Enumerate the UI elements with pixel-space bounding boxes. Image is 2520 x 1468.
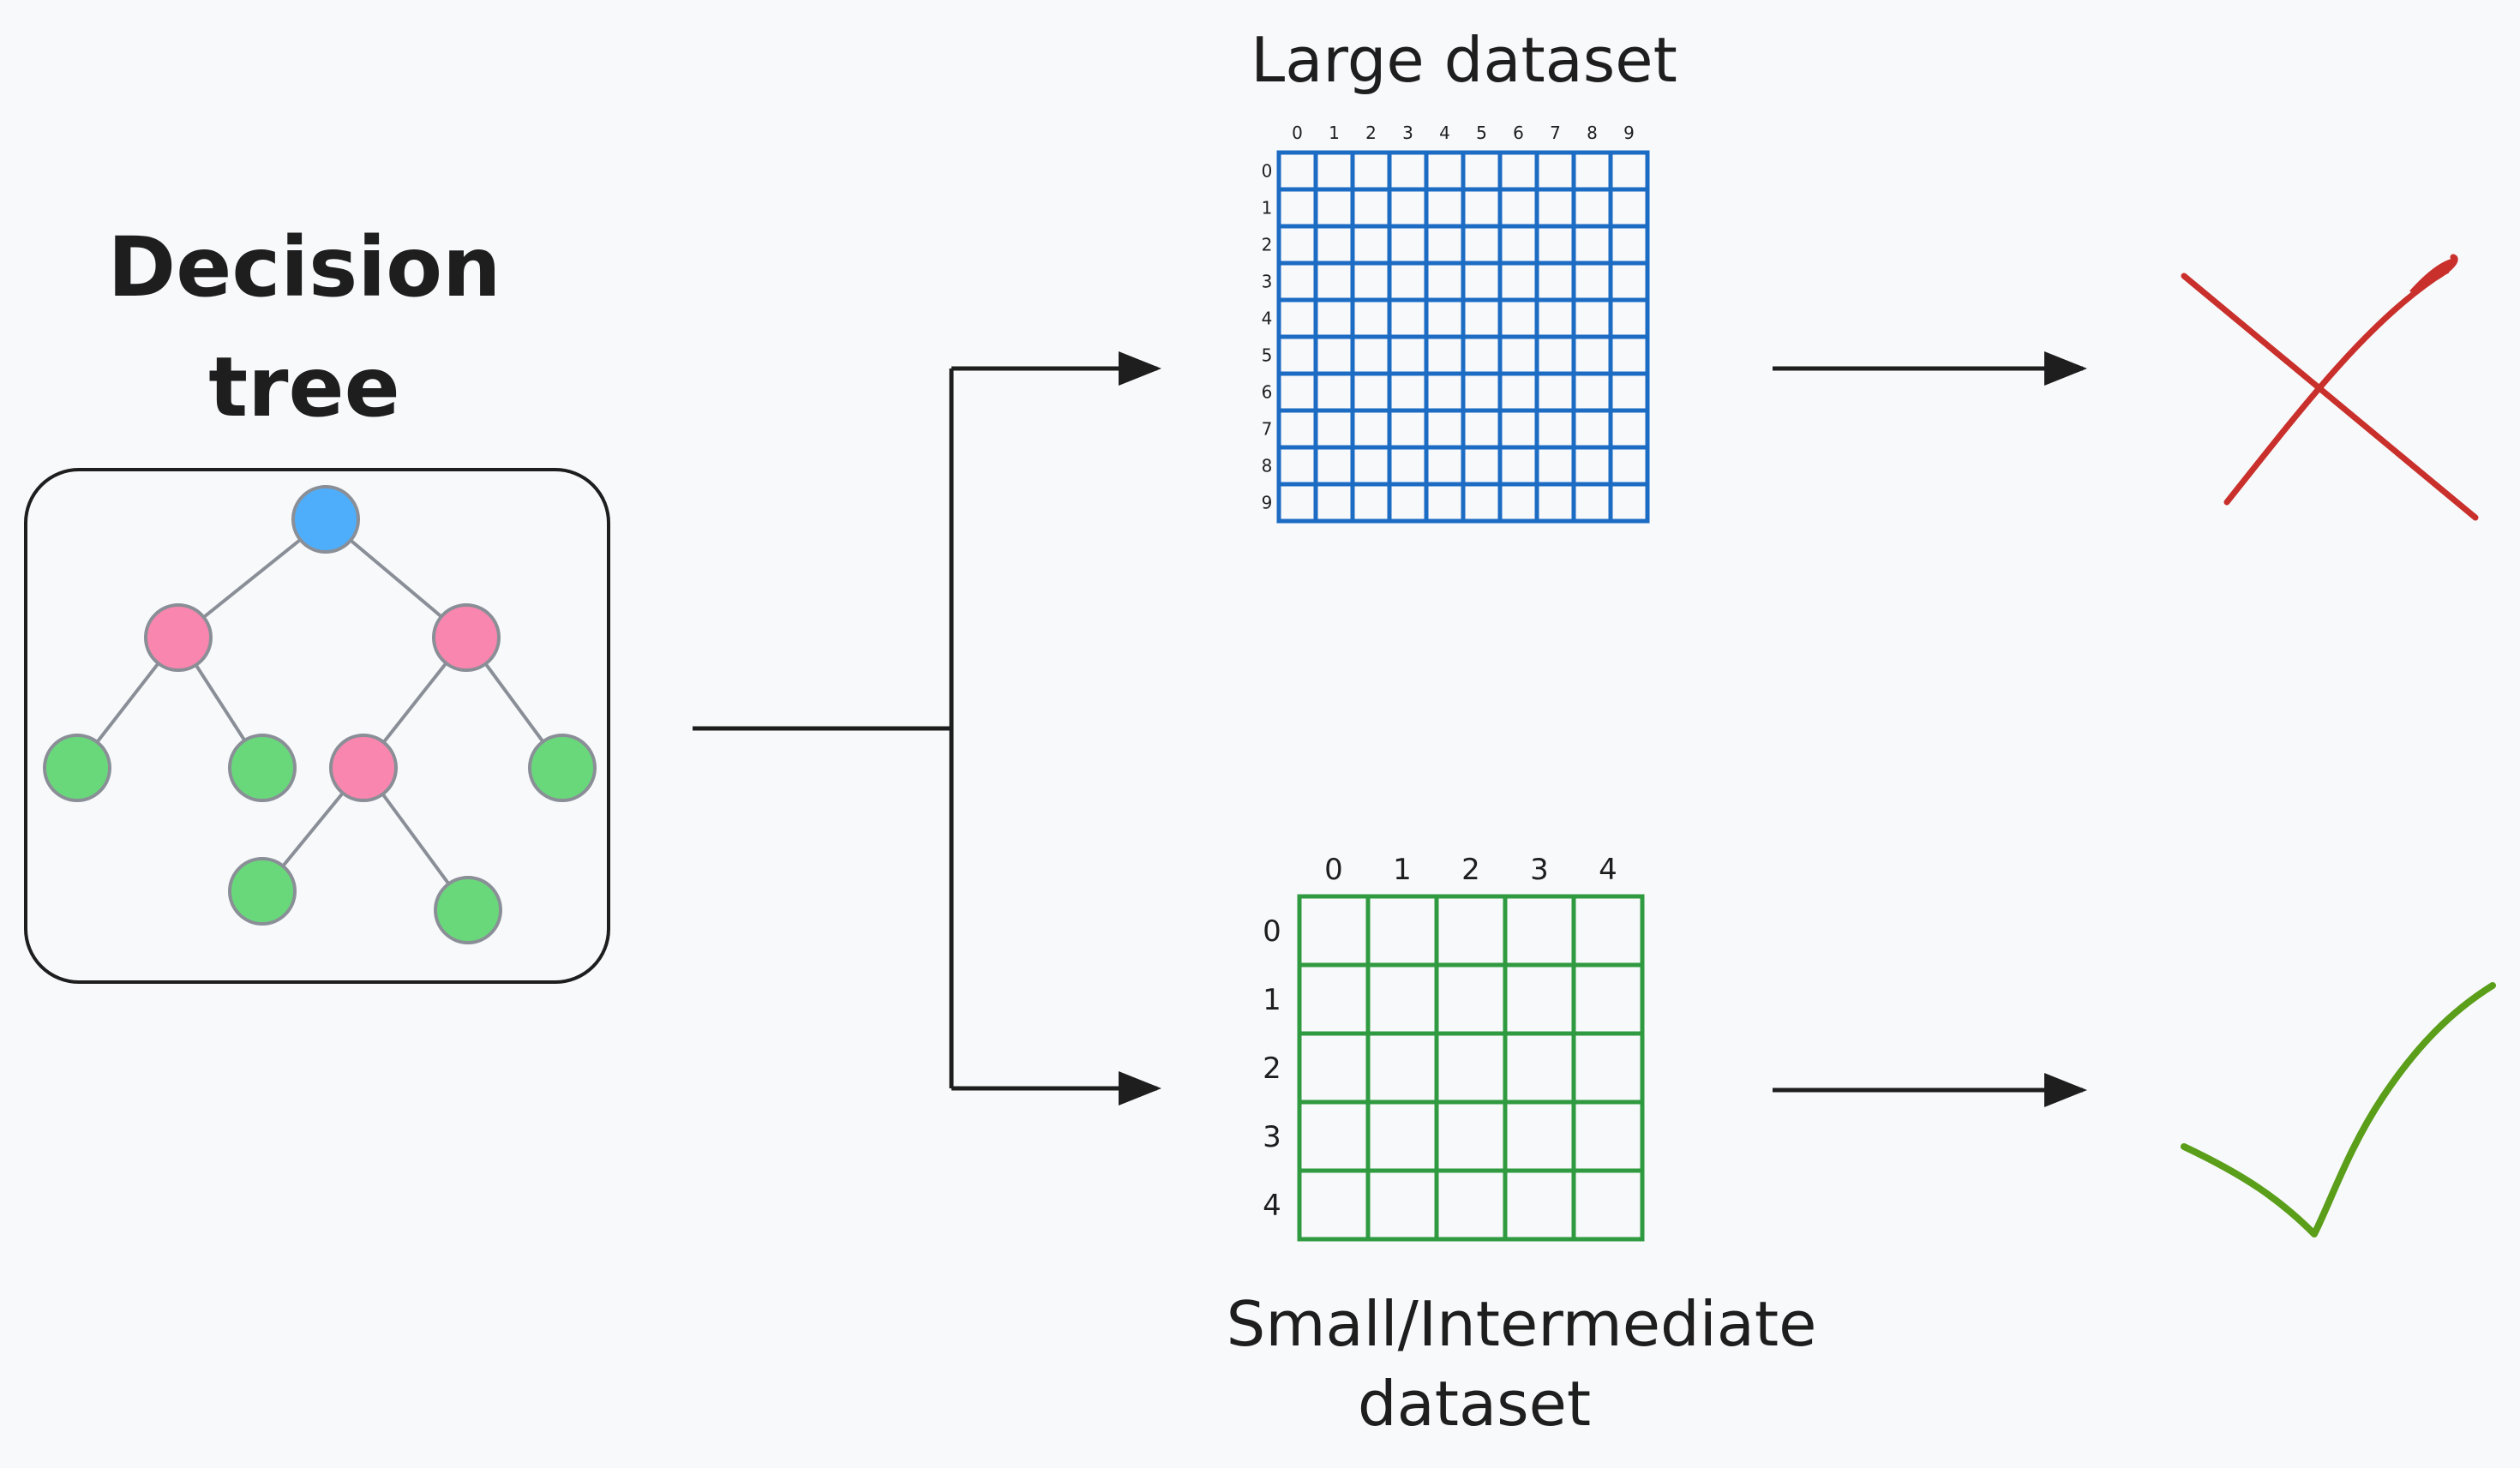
tree-edges	[75, 518, 564, 912]
tree-node-root	[291, 485, 360, 554]
large-dataset-label: Large dataset	[1251, 24, 1677, 96]
large-dataset-column-ticks: 0 1 2 3 4 5 6 7 8 9	[1292, 123, 1635, 143]
column-tick-label: 0	[1324, 853, 1343, 887]
column-tick-label: 7	[1550, 123, 1561, 143]
tree-node-leaf	[43, 734, 111, 802]
column-tick-label: 1	[1393, 853, 1412, 887]
small-dataset-label-line2: dataset	[1358, 1368, 1591, 1440]
row-tick-label: 2	[1262, 235, 1273, 255]
row-tick-label: 8	[1262, 456, 1273, 476]
row-tick-label: 3	[1262, 272, 1273, 292]
column-tick-label: 1	[1329, 123, 1340, 143]
tree-nodes	[43, 485, 597, 944]
grid-border	[1297, 894, 1645, 1242]
row-tick-label: 3	[1263, 1120, 1281, 1154]
tree-node-leaf	[528, 734, 597, 802]
decision-tree-title-line2: tree	[208, 339, 399, 435]
large-dataset-row-ticks: 0 1 2 3 4 5 6 7 8 9	[1262, 161, 1273, 513]
column-tick-label: 8	[1587, 123, 1598, 143]
row-tick-label: 6	[1262, 382, 1273, 403]
small-dataset-row-ticks: 0 1 2 3 4	[1263, 914, 1281, 1223]
column-tick-label: 4	[1439, 123, 1450, 143]
tree-node-leaf	[228, 857, 297, 926]
column-tick-label: 0	[1292, 123, 1303, 143]
row-tick-label: 4	[1262, 309, 1273, 329]
small-dataset-label-line1: Small/Intermediate	[1227, 1288, 1817, 1360]
column-tick-label: 2	[1461, 853, 1480, 887]
decision-tree-title-line1: Decision	[108, 219, 501, 315]
row-tick-label: 4	[1263, 1189, 1281, 1223]
row-tick-label: 2	[1263, 1052, 1281, 1086]
row-tick-label: 0	[1263, 914, 1281, 949]
column-tick-label: 3	[1402, 123, 1413, 143]
check-icon	[2181, 982, 2496, 1237]
column-tick-label: 6	[1513, 123, 1524, 143]
tree-node-internal	[329, 734, 398, 802]
row-tick-label: 1	[1262, 198, 1273, 219]
tree-node-leaf	[434, 876, 502, 944]
small-dataset-column-ticks: 0 1 2 3 4	[1324, 853, 1617, 887]
row-tick-label: 9	[1262, 493, 1273, 513]
tree-node-internal	[144, 603, 213, 672]
tree-node-internal	[432, 603, 501, 672]
column-tick-label: 9	[1623, 123, 1635, 143]
column-tick-label: 3	[1530, 853, 1549, 887]
cross-icon	[2181, 254, 2479, 521]
column-tick-label: 2	[1365, 123, 1377, 143]
column-tick-label: 4	[1599, 853, 1617, 887]
tree-node-leaf	[228, 734, 297, 802]
small-dataset-grid	[1297, 894, 1645, 1242]
row-tick-label: 0	[1262, 161, 1273, 182]
row-tick-label: 5	[1262, 345, 1273, 366]
decision-tree-box	[24, 468, 610, 984]
column-tick-label: 5	[1476, 123, 1487, 143]
large-dataset-grid	[1276, 150, 1650, 524]
row-tick-label: 1	[1263, 983, 1281, 1017]
row-tick-label: 7	[1262, 419, 1273, 440]
